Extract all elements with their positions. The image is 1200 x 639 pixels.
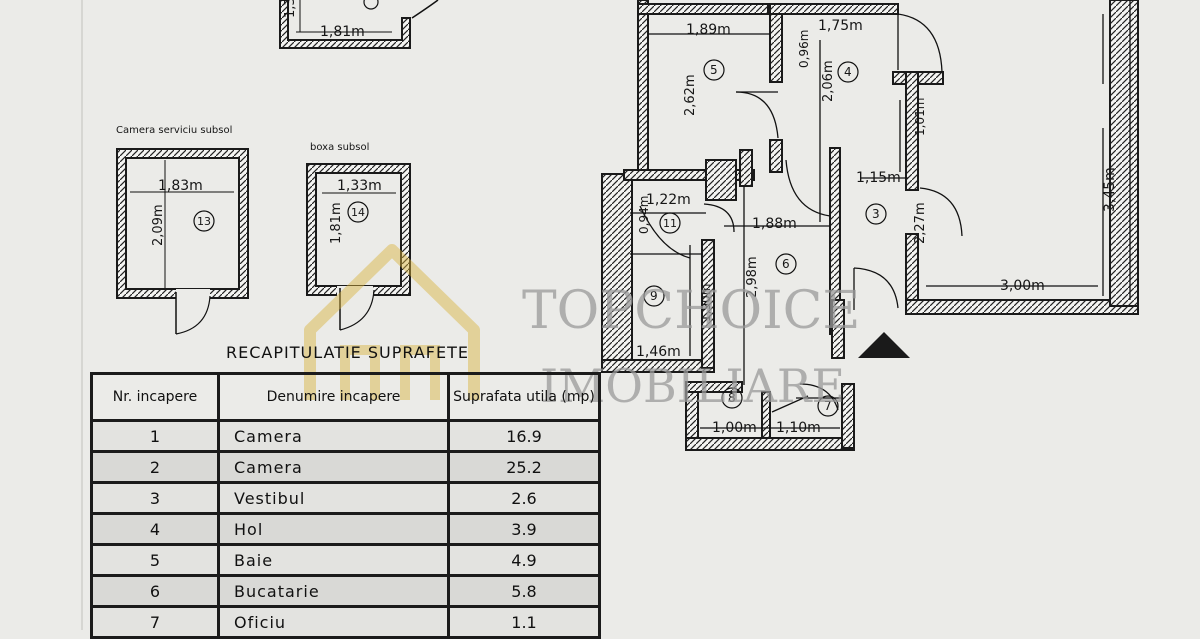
dim-r5-w: 1,89m xyxy=(686,22,731,38)
watermark-line-1: TOPCHOICE xyxy=(522,281,860,341)
entrance-marker xyxy=(858,332,910,358)
cell-area: 25.2 xyxy=(447,450,601,484)
room-number-8: 8 xyxy=(728,391,736,405)
room-number-5: 5 xyxy=(710,63,718,77)
table-row: 4 Hol 3.9 xyxy=(90,512,601,546)
dim-r3-w: 1,15m xyxy=(856,170,901,186)
cell-name: Camera xyxy=(217,450,450,484)
room-circle-13 xyxy=(193,210,215,232)
room-number-11: 11 xyxy=(663,217,677,230)
table-row: 2 Camera 25.2 xyxy=(90,450,601,484)
room-number-6: 6 xyxy=(782,257,790,271)
dim-r4-h: 2,06m xyxy=(821,60,836,102)
room-circle-14 xyxy=(347,201,369,223)
dim-r6-w: 1,88m xyxy=(752,216,797,232)
dim-r3-a: 1,01m xyxy=(913,98,927,136)
cell-nr: 3 xyxy=(90,481,220,515)
room-13-walls xyxy=(116,148,249,335)
boxa-label: boxa subsol xyxy=(310,142,369,153)
header-nr: Nr. incapere xyxy=(90,372,220,422)
room-number-7: 7 xyxy=(824,399,832,413)
dim-r4-w: 1,75m xyxy=(818,18,863,34)
camera-serviciu-label: Camera serviciu subsol xyxy=(116,125,232,136)
cell-nr: 6 xyxy=(90,574,220,608)
cell-nr: 5 xyxy=(90,543,220,577)
room-number-9: 9 xyxy=(650,289,658,303)
cell-name: Hol xyxy=(217,512,450,546)
dim-r9-w: 1,46m xyxy=(636,344,681,360)
cell-nr: 2 xyxy=(90,450,220,484)
dim-top-partial-v: 1,3 xyxy=(283,0,298,18)
cell-area: 4.9 xyxy=(447,543,601,577)
dim-cs-w: 1,83m xyxy=(158,178,203,194)
summary-title: RECAPITULATIE SUPRAFETE xyxy=(226,343,469,362)
dim-r6-h: 2,98m xyxy=(745,256,760,298)
table-row: 3 Vestibul 2.6 xyxy=(90,481,601,515)
dim-r8-w: 1,00m xyxy=(712,420,757,436)
cell-name: Vestibul xyxy=(217,481,450,515)
top-partial-room xyxy=(279,0,439,49)
dim-r1-h: 3,45m xyxy=(1102,167,1118,212)
room-14-walls xyxy=(306,163,411,331)
room-number-3: 3 xyxy=(872,207,880,221)
header-suprafata: Suprafata utila (mp) xyxy=(447,372,601,422)
door-swings xyxy=(639,13,963,411)
room-number-4: 4 xyxy=(844,65,852,79)
header-denumire: Denumire incapere xyxy=(217,372,450,422)
room-circles xyxy=(643,59,887,417)
inner-lines xyxy=(630,0,1131,429)
cell-name: Oficiu xyxy=(217,605,450,639)
cell-area: 2.6 xyxy=(447,481,601,515)
dim-bx-h: 1,81m xyxy=(329,202,344,244)
cell-nr: 4 xyxy=(90,512,220,546)
cell-area: 1.1 xyxy=(447,605,601,639)
cell-nr: 1 xyxy=(90,419,220,453)
summary-table: Nr. incapere Denumire incapere Suprafata… xyxy=(90,372,601,639)
cell-area: 16.9 xyxy=(447,419,601,453)
dim-top-partial-h: 1,81m xyxy=(320,24,365,40)
dim-cs-h: 2,09m xyxy=(151,204,166,246)
room-number-13: 13 xyxy=(197,215,211,228)
table-row: 1 Camera 16.9 xyxy=(90,419,601,453)
cell-area: 3.9 xyxy=(447,512,601,546)
table-row: 7 Oficiu 1.1 xyxy=(90,605,601,639)
dim-bx-w: 1,33m xyxy=(337,178,382,194)
dim-r11-w: 1,22m xyxy=(646,192,691,208)
dim-r3-h: 2,27m xyxy=(913,202,928,244)
apartment-walls xyxy=(601,0,1139,451)
cell-name: Baie xyxy=(217,543,450,577)
dim-r1-w: 3,00m xyxy=(1000,278,1045,294)
dim-r5-h: 2,62m xyxy=(683,74,698,116)
dim-r9-h: 1,90m xyxy=(699,284,713,322)
dim-r11-h: 0,94m xyxy=(637,196,651,234)
cell-area: 5.8 xyxy=(447,574,601,608)
dim-r4-a: 0,96m xyxy=(797,30,811,68)
dim-r7-w: 1,10m xyxy=(776,420,821,436)
room-number-14: 14 xyxy=(351,206,365,219)
cell-name: Camera xyxy=(217,419,450,453)
cell-name: Bucatarie xyxy=(217,574,450,608)
room-circle-top xyxy=(363,0,379,10)
cell-nr: 7 xyxy=(90,605,220,639)
table-row: 5 Baie 4.9 xyxy=(90,543,601,577)
table-row: 6 Bucatarie 5.8 xyxy=(90,574,601,608)
